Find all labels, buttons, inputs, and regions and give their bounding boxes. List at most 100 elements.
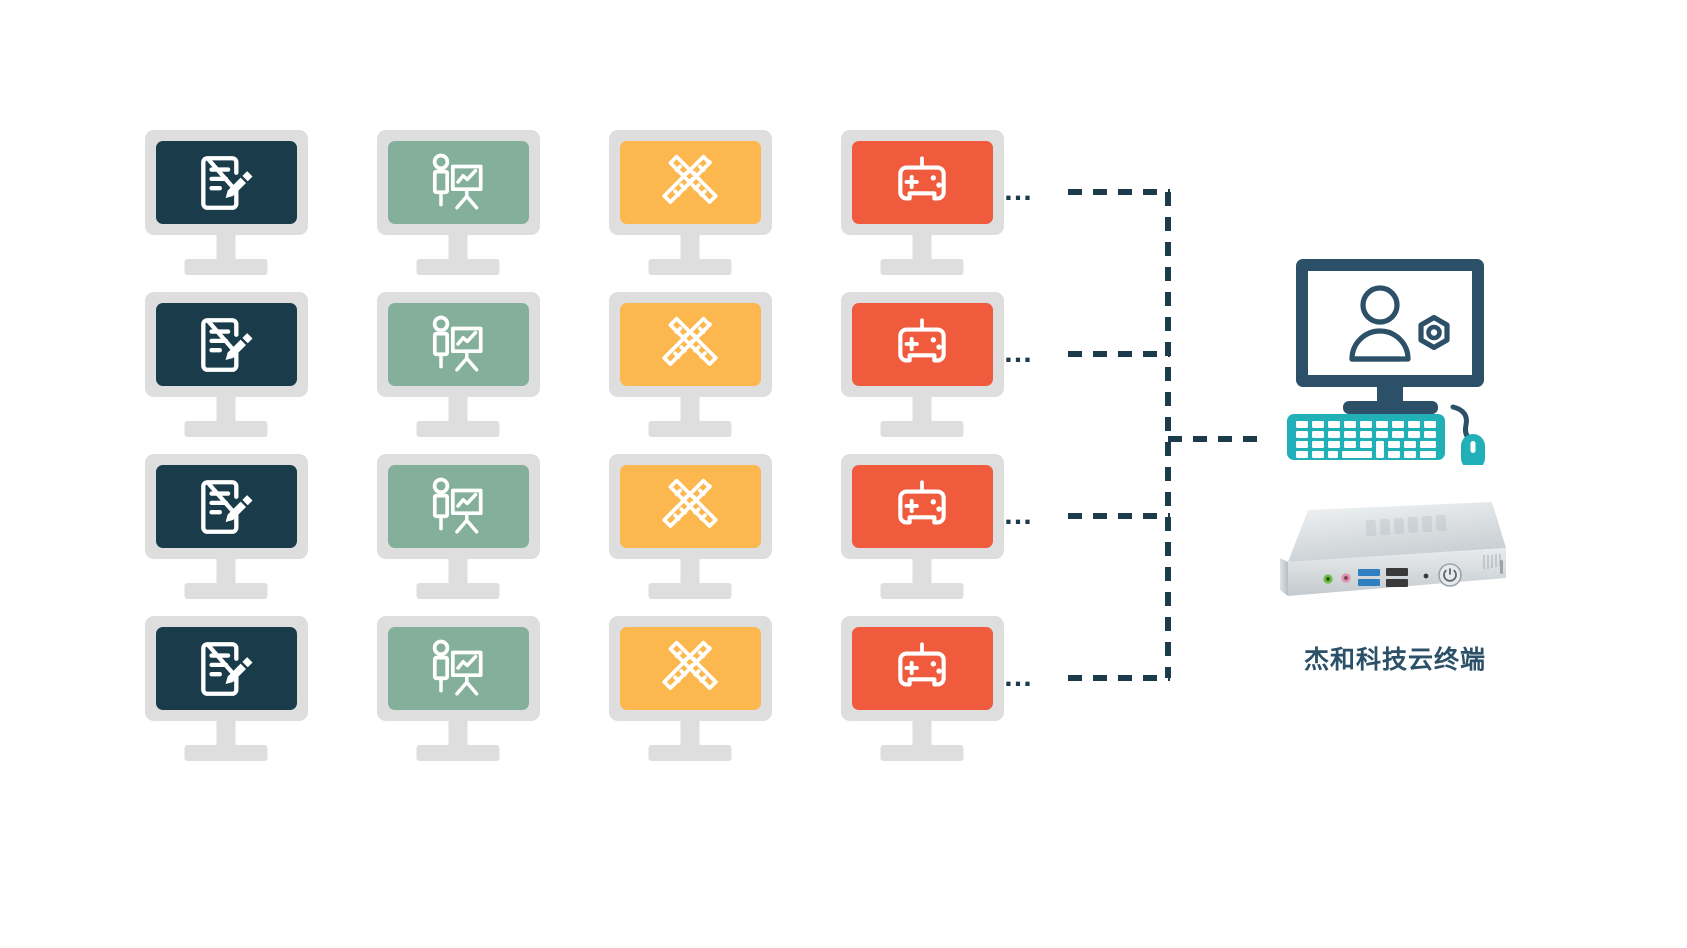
monitor-screen	[155, 141, 297, 224]
usb-2-port-lower	[1386, 579, 1408, 587]
presenter-chart-icon	[432, 315, 483, 372]
mini-pc-logo	[1365, 514, 1447, 537]
usb-3-port-lower	[1358, 579, 1380, 586]
monitor-neck	[912, 235, 932, 259]
monitor-body	[840, 454, 1004, 599]
monitor-base	[184, 421, 268, 437]
monitor-body	[840, 616, 1004, 761]
monitor-neck	[912, 397, 932, 421]
monitor-neck	[216, 721, 236, 745]
monitor-body	[376, 130, 540, 275]
document-pencil-icon	[201, 641, 253, 696]
monitor-screen	[851, 627, 993, 710]
monitor-base	[880, 583, 964, 599]
monitor-row	[110, 292, 1004, 437]
document-pencil-icon	[201, 155, 253, 210]
monitor-base	[880, 421, 964, 437]
admin-monitor-base	[1343, 401, 1438, 414]
presenter-chart-icon	[432, 477, 483, 534]
monitor-base	[184, 259, 268, 275]
monitor-base	[416, 583, 500, 599]
monitor-screen	[387, 303, 529, 386]
monitor-screen	[851, 141, 993, 224]
monitor-body	[608, 130, 772, 275]
monitor-screen	[851, 465, 993, 548]
ruler-pencil-icon	[662, 316, 718, 366]
client-monitor-presentation[interactable]	[342, 130, 574, 290]
monitor-screen	[155, 465, 297, 548]
monitor-neck	[912, 721, 932, 745]
client-monitor-document[interactable]	[110, 454, 342, 614]
client-monitor-design[interactable]	[574, 130, 806, 290]
monitor-base	[648, 421, 732, 437]
monitor-body	[608, 616, 772, 761]
gamepad-icon	[898, 479, 946, 525]
monitor-neck	[216, 559, 236, 583]
monitor-base	[184, 745, 268, 761]
document-pencil-icon	[201, 317, 253, 372]
monitor-body	[608, 454, 772, 599]
monitor-base	[648, 583, 732, 599]
mini-pc-kensington-slot	[1500, 560, 1503, 574]
presenter-chart-icon	[432, 639, 483, 696]
client-monitor-document[interactable]	[110, 616, 342, 776]
monitor-screen	[619, 627, 761, 710]
monitor-row	[110, 454, 1004, 599]
client-monitor-gaming[interactable]	[806, 292, 1038, 452]
monitor-screen	[619, 303, 761, 386]
row-ellipsis: …	[1003, 498, 1037, 531]
monitor-neck	[448, 397, 468, 421]
ruler-pencil-icon	[662, 478, 718, 528]
gear-badge-icon	[1418, 314, 1450, 351]
monitor-base	[648, 259, 732, 275]
client-monitor-design[interactable]	[574, 454, 806, 614]
client-monitor-gaming[interactable]	[806, 130, 1038, 290]
monitor-neck	[680, 397, 700, 421]
monitor-screen	[619, 465, 761, 548]
monitor-screen	[387, 141, 529, 224]
mini-pc-top-face	[1288, 502, 1506, 562]
monitor-screen	[387, 627, 529, 710]
mini-pc-icon[interactable]	[1270, 500, 1510, 630]
monitor-body	[144, 130, 308, 275]
monitor-base	[880, 745, 964, 761]
client-monitor-design[interactable]	[574, 616, 806, 776]
monitor-neck	[448, 235, 468, 259]
monitor-base	[184, 583, 268, 599]
monitor-base	[880, 259, 964, 275]
monitor-row	[110, 130, 1004, 275]
client-monitor-presentation[interactable]	[342, 616, 574, 776]
monitor-body	[376, 454, 540, 599]
monitor-screen	[155, 303, 297, 386]
monitor-body	[840, 292, 1004, 437]
usb-2-port-upper	[1386, 568, 1408, 576]
ruler-pencil-icon	[662, 154, 718, 204]
monitor-body	[376, 616, 540, 761]
client-monitor-gaming[interactable]	[806, 616, 1038, 776]
monitor-body	[144, 454, 308, 599]
monitor-neck	[680, 235, 700, 259]
monitor-base	[648, 745, 732, 761]
monitor-neck	[912, 559, 932, 583]
client-monitor-document[interactable]	[110, 130, 342, 290]
presenter-chart-icon	[432, 153, 483, 210]
client-monitor-gaming[interactable]	[806, 454, 1038, 614]
client-monitor-design[interactable]	[574, 292, 806, 452]
admin-monitor-neck	[1377, 387, 1403, 404]
monitor-neck	[216, 397, 236, 421]
monitor-base	[416, 259, 500, 275]
ruler-pencil-icon	[662, 640, 718, 690]
monitor-neck	[448, 721, 468, 745]
admin-workstation[interactable]	[1285, 255, 1495, 465]
monitor-base	[416, 421, 500, 437]
gamepad-icon	[898, 317, 946, 363]
monitor-base	[416, 745, 500, 761]
monitor-body	[144, 292, 308, 437]
client-monitor-presentation[interactable]	[342, 454, 574, 614]
client-monitor-document[interactable]	[110, 292, 342, 452]
cloud-terminal-label: 杰和科技云终端	[1303, 645, 1486, 674]
monitor-neck	[448, 559, 468, 583]
client-monitor-presentation[interactable]	[342, 292, 574, 452]
gamepad-icon	[898, 641, 946, 687]
